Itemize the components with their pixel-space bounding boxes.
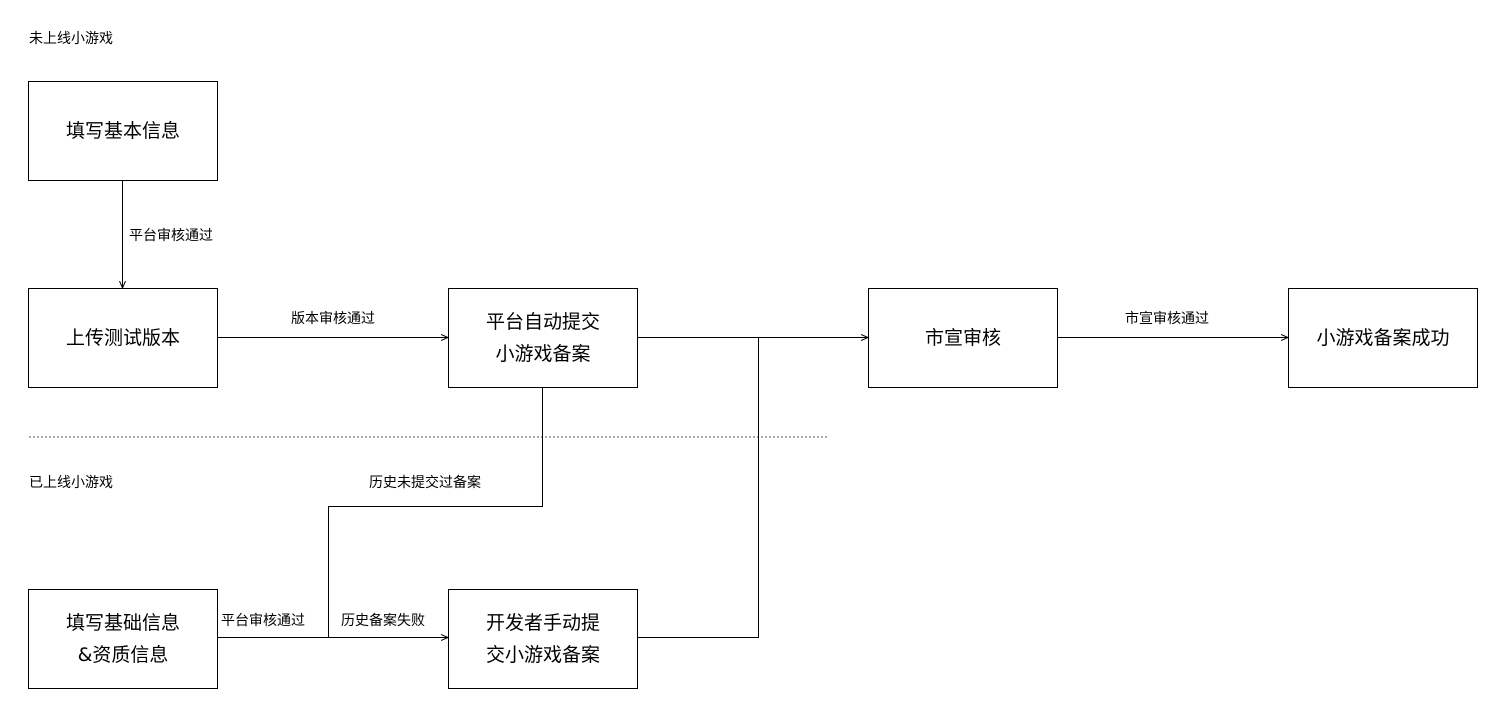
edge-history-not-submitted — [328, 388, 543, 638]
node-developer-manual-submit-label: 开发者手动提 交小游戏备案 — [485, 612, 600, 666]
section-label-new-games: 未上线小游戏 — [29, 31, 113, 47]
node-city-propaganda-review-label: 市宣审核 — [924, 327, 1001, 349]
node-fill-basic-info-label: 填写基本信息 — [65, 120, 180, 142]
node-platform-auto-submit[interactable]: 平台自动提交 小游戏备案 — [448, 288, 638, 388]
node-upload-test-version-label: 上传测试版本 — [65, 327, 180, 349]
node-developer-manual-submit[interactable]: 开发者手动提 交小游戏备案 — [448, 589, 638, 689]
edge-manual-submit-to-review — [638, 337, 759, 638]
node-filing-success-label: 小游戏备案成功 — [1316, 327, 1450, 349]
node-upload-test-version[interactable]: 上传测试版本 — [28, 288, 218, 388]
edge-label-city-review-passed: 市宣审核通过 — [1125, 311, 1209, 327]
edge-label-history-not-submitted: 历史未提交过备案 — [369, 475, 481, 491]
node-fill-basic-qualification-info[interactable]: 填写基础信息 &资质信息 — [28, 589, 218, 689]
node-filing-success[interactable]: 小游戏备案成功 — [1288, 288, 1478, 388]
section-label-online-games: 已上线小游戏 — [29, 475, 113, 491]
node-fill-basic-qualification-info-label: 填写基础信息 &资质信息 — [65, 612, 180, 666]
edge-label-history-filing-failed: 历史备案失败 — [341, 613, 425, 629]
node-platform-auto-submit-label: 平台自动提交 小游戏备案 — [485, 311, 600, 365]
node-city-propaganda-review[interactable]: 市宣审核 — [868, 288, 1058, 388]
node-fill-basic-info[interactable]: 填写基本信息 — [28, 81, 218, 181]
edge-label-platform-review-passed-bottom: 平台审核通过 — [221, 613, 305, 629]
edge-label-version-review-passed: 版本审核通过 — [291, 311, 375, 327]
edge-label-platform-review-passed-top: 平台审核通过 — [129, 228, 213, 244]
